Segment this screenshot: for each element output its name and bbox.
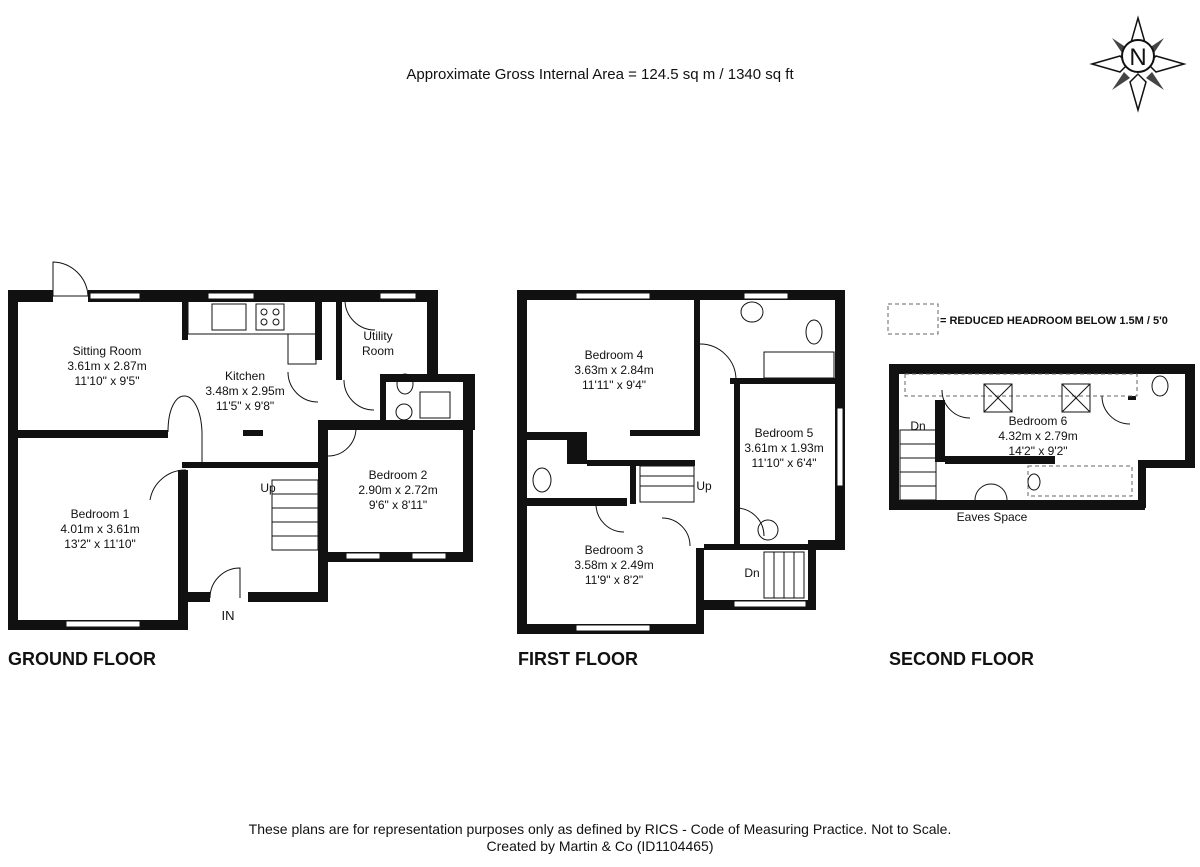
entrance-label: IN: [222, 608, 235, 623]
bedroom5-name: Bedroom 5: [755, 426, 814, 440]
utility-room-name-1: Utility: [363, 329, 392, 343]
bedroom1-name: Bedroom 1: [71, 507, 130, 521]
ground-stairs-label: Up: [260, 481, 276, 495]
eaves-space-label: Eaves Space: [957, 510, 1028, 524]
first-floor-title: FIRST FLOOR: [518, 649, 638, 669]
kitchen-name: Kitchen: [225, 369, 265, 383]
second-floor-title: SECOND FLOOR: [889, 649, 1034, 669]
bedroom4-name: Bedroom 4: [585, 348, 644, 362]
bedroom3-name: Bedroom 3: [585, 543, 644, 557]
bedroom6-metric: 4.32m x 2.79m: [998, 429, 1077, 443]
legend: = REDUCED HEADROOM BELOW 1.5M / 5'0: [887, 303, 1168, 335]
second-stairs-down-label: Dn: [910, 419, 925, 433]
sitting-room-imperial: 11'10" x 9'5": [75, 374, 140, 388]
bedroom6-name: Bedroom 6: [1009, 414, 1068, 428]
first-stairs-up-label: Up: [696, 479, 712, 493]
bedroom2-name: Bedroom 2: [369, 468, 428, 482]
bedroom6-imperial: 14'2" x 9'2": [1008, 444, 1067, 458]
disclaimer-text: These plans are for representation purpo…: [249, 821, 952, 837]
creator-text: Created by Martin & Co (ID1104465): [487, 838, 714, 854]
ground-floor-plan: [8, 261, 475, 630]
compass-letter: N: [1129, 44, 1146, 71]
bedroom1-imperial: 13'2" x 11'10": [64, 537, 136, 551]
legend-text: = REDUCED HEADROOM BELOW 1.5M / 5'0: [940, 315, 1168, 327]
second-floor-plan: [889, 364, 1195, 510]
ground-floor-title: GROUND FLOOR: [8, 649, 156, 669]
bedroom1-metric: 4.01m x 3.61m: [60, 522, 139, 536]
bedroom5-metric: 3.61m x 1.93m: [744, 441, 823, 455]
bedroom4-metric: 3.63m x 2.84m: [574, 363, 653, 377]
sitting-room-garden-door: [52, 261, 89, 297]
kitchen-metric: 3.48m x 2.95m: [205, 384, 284, 398]
sitting-room-metric: 3.61m x 2.87m: [67, 359, 146, 373]
north-compass-icon: N: [1089, 15, 1187, 113]
gross-area-text: Approximate Gross Internal Area = 124.5 …: [406, 66, 794, 83]
kitchen-imperial: 11'5" x 9'8": [216, 399, 274, 413]
first-stairs-down-label: Dn: [744, 566, 759, 580]
utility-room-name-2: Room: [362, 344, 394, 358]
bedroom2-metric: 2.90m x 2.72m: [358, 483, 437, 497]
reduced-headroom-swatch: [887, 303, 939, 335]
bedroom2-imperial: 9'6" x 8'11": [369, 498, 427, 512]
bedroom3-imperial: 11'9" x 8'2": [585, 573, 643, 587]
first-floor-plan: [517, 290, 845, 634]
bedroom4-imperial: 11'11" x 9'4": [582, 378, 646, 392]
bedroom3-metric: 3.58m x 2.49m: [574, 558, 653, 572]
bedroom5-imperial: 11'10" x 6'4": [752, 456, 817, 470]
sitting-room-name: Sitting Room: [73, 344, 142, 358]
